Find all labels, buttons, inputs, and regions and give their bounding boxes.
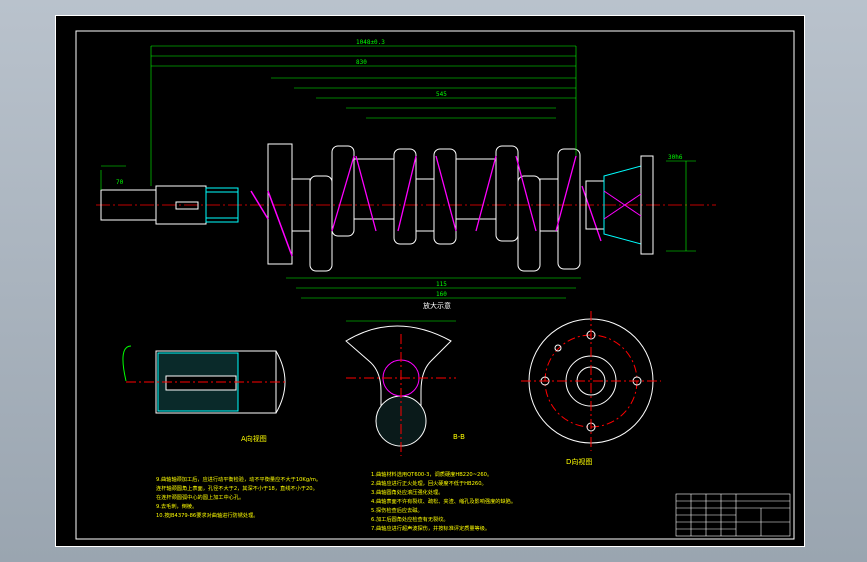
view-b-label: B-B [453, 433, 465, 441]
crank-throws [291, 145, 581, 272]
title-block [675, 493, 791, 537]
gear-section [205, 187, 239, 223]
view-d: D向视图 [521, 311, 661, 466]
cad-drawing: 1048±0.3 830 545 160 115 70 30h6 A向视图 B-… [75, 30, 795, 540]
note-right-3: 3.曲轴圆角处应滚压强化处理。 [371, 488, 443, 496]
note-right-7: 7.曲轴应进行超声波探伤，并按标准评定质量等级。 [371, 524, 490, 532]
view-b-caption: 放大示意 [423, 301, 451, 310]
note-left-3: 在连杆颈圆弧中心的圆上加工中心孔。 [156, 493, 244, 501]
view-d-label: D向视图 [566, 457, 592, 466]
crankshaft-main-view: 1048±0.3 830 545 160 115 70 30h6 [96, 39, 716, 299]
fillet-lines [331, 155, 602, 242]
note-left-2: 连杆轴颈圆角上表面，孔径不大于2，其深不小于18，直线不小于20。 [156, 484, 318, 492]
drawing-sheet: 1048±0.3 830 545 160 115 70 30h6 A向视图 B-… [55, 15, 805, 547]
dim-830: 830 [356, 59, 367, 66]
dim-overall: 1048±0.3 [356, 39, 385, 46]
flange-plate [640, 155, 654, 255]
note-right-4: 4.曲轴表面不许有裂纹、疏松、夹渣、缩孔及影响强度的缺陷。 [371, 497, 516, 505]
note-left-4: 9.去毛刺，倒棱。 [156, 502, 197, 510]
dimension-lines [100, 45, 696, 299]
inner-frame [75, 30, 795, 540]
note-left-1: 9.曲轴轴颈加工后，应进行动平衡检验，动不平衡量应不大于10Kg/m。 [156, 475, 321, 483]
note-right-1: 1.曲轴材料选用QT600-3，调质硬度HB220~260。 [371, 470, 492, 478]
dim-115: 115 [436, 281, 447, 288]
note-right-2: 2.曲轴应进行正火处理，回火硬度不低于HB260。 [371, 479, 487, 487]
keyway [175, 201, 199, 210]
dim-545: 545 [436, 91, 447, 98]
dim-30h6: 30h6 [668, 154, 683, 161]
dim-160: 160 [436, 291, 447, 298]
note-right-6: 6.加工后圆角处应检查有无裂纹。 [371, 515, 449, 523]
view-a: A向视图 [122, 345, 286, 443]
note-right-5: 5.探伤检查后应去磁。 [371, 506, 423, 514]
note-left-5: 10.按JB4379-86要求对曲轴进行防锈处理。 [156, 511, 258, 519]
dim-70: 70 [116, 179, 124, 186]
notes-right: 1.曲轴材料选用QT600-3，调质硬度HB220~260。 2.曲轴应进行正火… [371, 470, 516, 532]
notes-left: 9.曲轴轴颈加工后，应进行动平衡检验，动不平衡量应不大于10Kg/m。 连杆轴颈… [156, 475, 321, 519]
view-b: B-B 放大示意 [345, 301, 465, 456]
view-a-label: A向视图 [241, 434, 267, 443]
